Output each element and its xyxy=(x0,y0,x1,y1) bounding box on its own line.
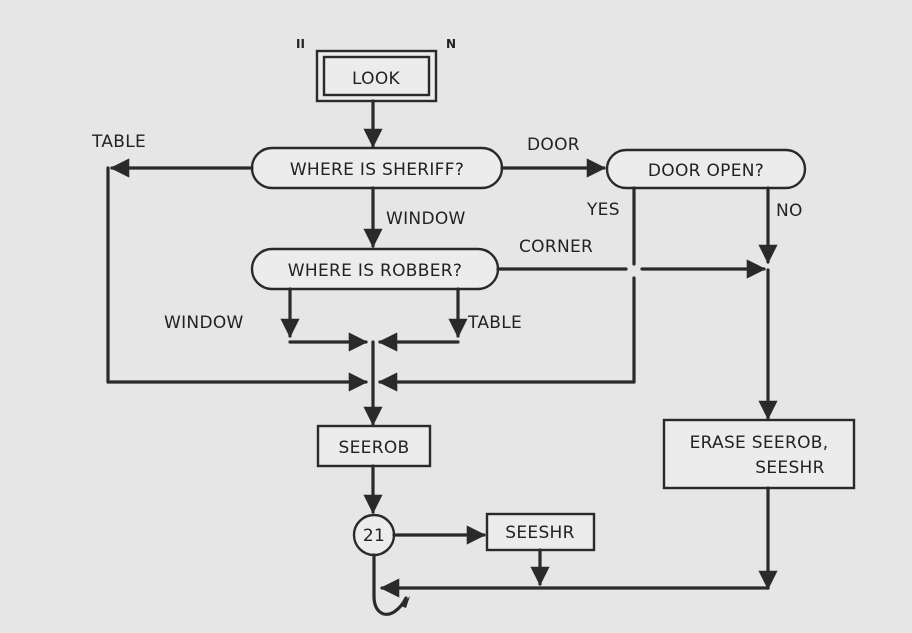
edge-label-table-low: TABLE xyxy=(467,313,522,333)
connector-21-label: 21 xyxy=(363,526,385,546)
corner-mark-left: II xyxy=(296,37,305,51)
decision-door-open: DOOR OPEN? xyxy=(605,148,807,190)
process-erase-line1: ERASE SEEROB, xyxy=(690,433,829,453)
connector-21: 21 xyxy=(352,513,396,557)
process-erase: ERASE SEEROB, SEESHR xyxy=(662,418,856,490)
loop-return-hook xyxy=(372,594,408,616)
decision-where-is-sheriff-label: WHERE IS SHERIFF? xyxy=(290,160,464,180)
loop-return-arrowhead xyxy=(401,596,410,608)
process-seerob: SEEROB xyxy=(316,424,432,468)
process-seerob-label: SEEROB xyxy=(339,438,410,458)
edge-label-corner: CORNER xyxy=(519,237,593,257)
edge-label-window-mid: WINDOW xyxy=(386,209,466,229)
start-node-look: LOOK xyxy=(315,49,438,103)
decision-door-open-label: DOOR OPEN? xyxy=(648,161,764,181)
start-node-label: LOOK xyxy=(352,69,401,89)
process-erase-line2: SEESHR xyxy=(755,458,824,478)
decision-where-is-robber: WHERE IS ROBBER? xyxy=(250,247,500,291)
edge-label-yes: YES xyxy=(586,200,620,220)
process-seeshr: SEESHR xyxy=(485,512,596,552)
edge-label-window-low: WINDOW xyxy=(164,313,244,333)
process-seeshr-label: SEESHR xyxy=(505,523,574,543)
corner-mark-right: N xyxy=(446,37,456,51)
edge-label-door: DOOR xyxy=(527,135,580,155)
decision-where-is-robber-label: WHERE IS ROBBER? xyxy=(288,261,462,281)
edge-label-table-top: TABLE xyxy=(91,132,146,152)
edge-label-no: NO xyxy=(776,201,803,221)
decision-where-is-sheriff: WHERE IS SHERIFF? xyxy=(250,146,504,190)
